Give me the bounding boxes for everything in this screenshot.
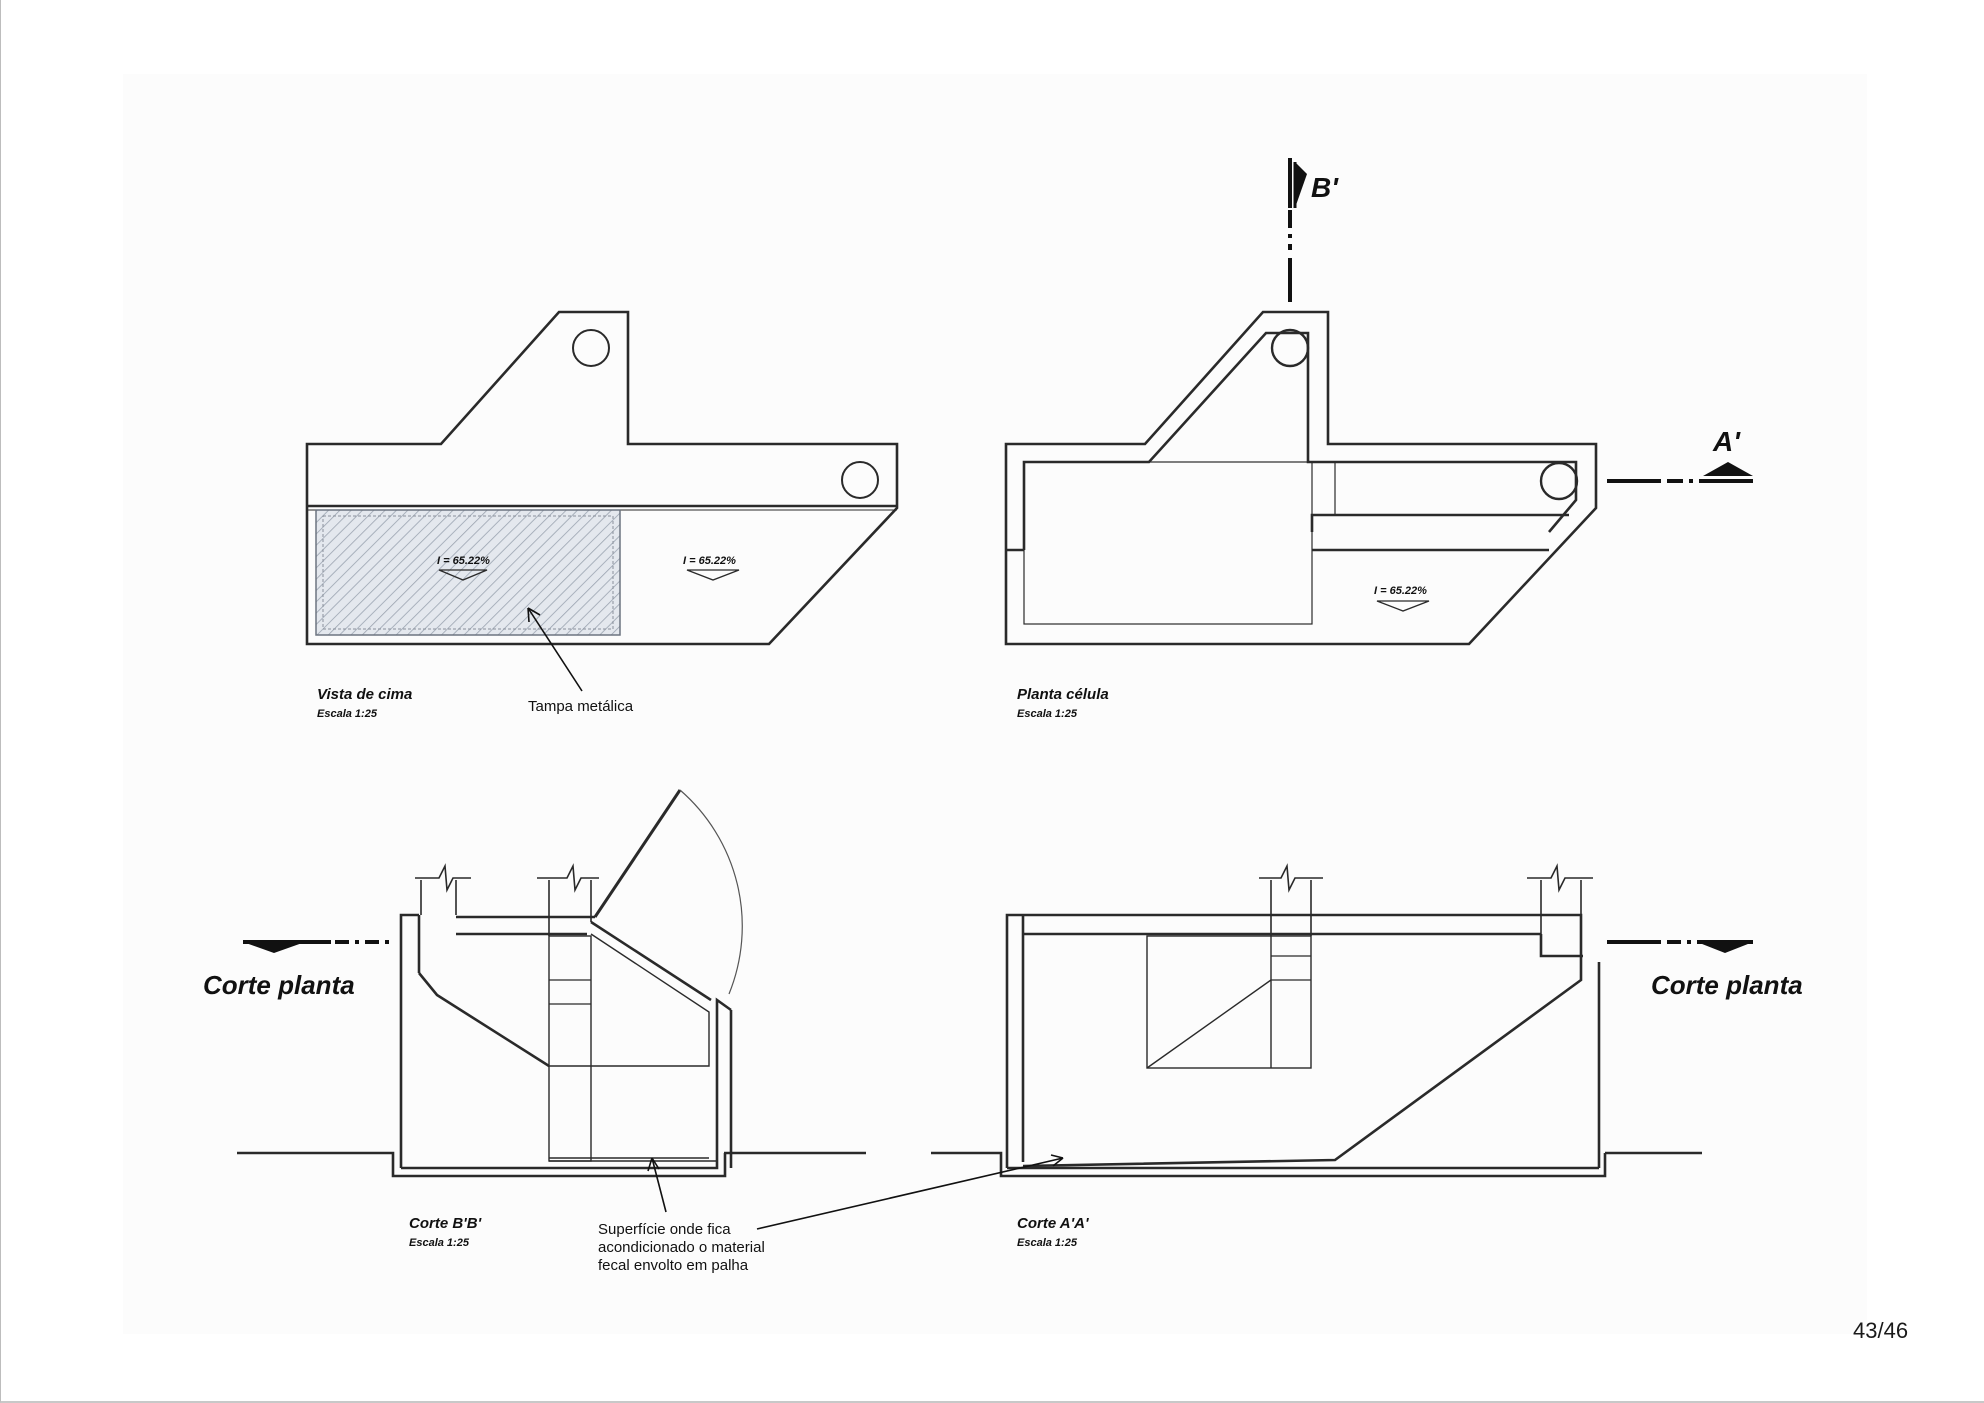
opened-lid [593,789,682,918]
top-view-title: Vista de cima [317,686,412,703]
top-view [305,310,899,692]
top-view-slope-left: I = 65.22% [437,555,490,567]
cell-plan-scale: Escala 1:25 [1017,708,1078,720]
section-mark-a: A' [1712,426,1741,457]
break-line-icon [1259,863,1323,936]
section-aa-title: Corte A'A' [1017,1215,1089,1232]
vent-hole-icon [572,329,610,367]
lid-swing-arc [679,789,743,995]
surface-note-line-1: Superfície onde fica [598,1221,731,1238]
page-number: 43/46 [1853,1318,1909,1343]
section-aa [756,863,1753,1230]
section-bb-title: Corte B'B' [409,1215,482,1232]
cell-plan [1004,158,1753,646]
section-arrow-icon [1697,942,1753,953]
top-view-scale: Escala 1:25 [317,708,378,720]
top-view-slope-right: I = 65.22% [683,555,736,567]
drawing-sheet [123,74,1867,1334]
cell-plan-chamber [1023,461,1313,625]
metal-lid [315,509,621,636]
cell-plan-outer-wall [1004,310,1598,646]
surface-note-line-3: fecal envolto em palha [598,1257,749,1274]
section-aa-plan-label: Corte planta [1651,970,1803,1000]
section-bb [237,789,866,1213]
break-line-icon [1527,863,1593,934]
slope-arrow-icon [438,569,488,581]
cell-plan-inner-wall [1022,331,1578,550]
top-view-outline [305,310,899,646]
surface-note-line-2: acondicionado o material [598,1239,765,1256]
section-bb-scale: Escala 1:25 [409,1237,470,1249]
section-aa-scale: Escala 1:25 [1017,1237,1078,1249]
section-bb-plan-label: Corte planta [203,970,355,1000]
section-mark-b: B' [1311,172,1339,203]
break-line-icon [537,863,599,936]
section-marker-a-icon [1703,462,1753,476]
slope-arrow-icon [686,569,740,581]
metal-lid-label: Tampa metálica [528,698,634,715]
section-marker-b-icon [1295,162,1307,208]
slope-arrow-icon [1376,600,1430,612]
vent-hole-icon [841,461,879,499]
vent-hole-icon [1270,328,1310,368]
leader-line [527,607,583,692]
cell-plan-slope: I = 65.22% [1374,585,1427,597]
section-arrow-icon [243,942,305,953]
cell-plan-title: Planta célula [1017,686,1109,703]
break-line-icon [415,863,471,915]
vent-hole-icon [1539,461,1579,501]
